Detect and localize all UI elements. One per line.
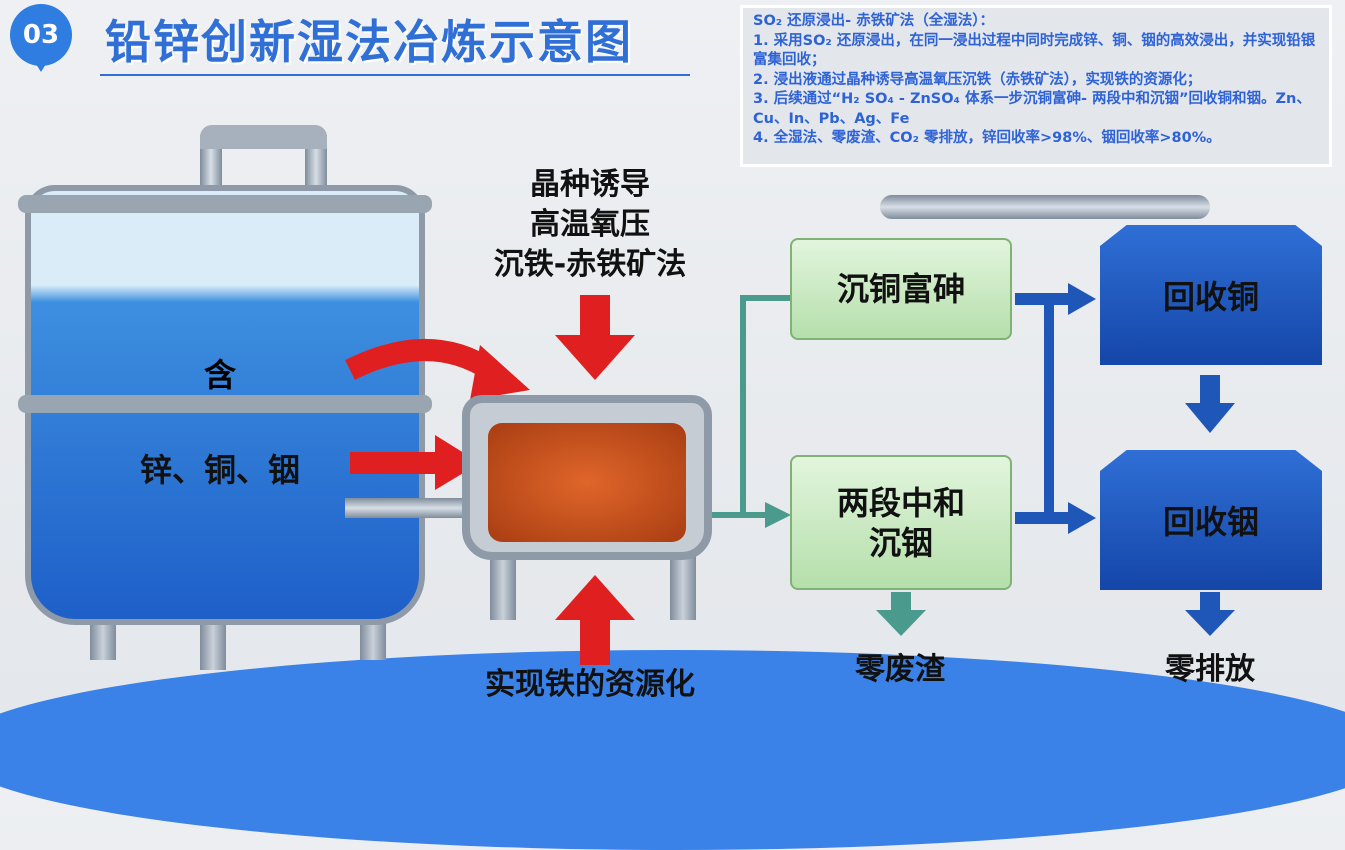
hematite-slurry <box>488 423 686 542</box>
down-arrow-icon <box>1185 592 1235 636</box>
pipe-bend <box>200 125 327 149</box>
tank-label-contains: 含 <box>203 356 236 394</box>
flow-line <box>1044 300 1054 520</box>
recover-indium-box: 回收铟 <box>1100 450 1322 590</box>
arrow-head-icon <box>1068 502 1096 534</box>
copper-arsenic-box: 沉铜富砷 <box>790 238 1012 340</box>
down-arrow-icon <box>876 592 926 636</box>
up-arrow-icon <box>555 575 635 665</box>
notes-line: 3. 后续通过“H₂ SO₄ - ZnSO₄ 体系一步沉铜富砷- 两段中和沉铟”… <box>753 91 1311 127</box>
iron-bottom-label: 实现铁的资源化 <box>485 667 695 702</box>
down-arrow-icon <box>1185 375 1235 433</box>
notes-line: 1. 采用SO₂ 还原浸出，在同一浸出过程中同时完成锌、铜、铟的高效浸出，并实现… <box>753 32 1316 69</box>
page-title: 铅锌创新湿法冶炼示意图 <box>105 15 633 69</box>
notes-line: 2. 浸出液通过晶种诱导高温氧压沉铁（赤铁矿法），实现铁的资源化； <box>753 71 1202 88</box>
zero-waste-label: 零废渣 <box>855 652 945 687</box>
title-underline <box>100 74 690 76</box>
vessel-leg <box>670 550 696 620</box>
tank-ring <box>18 395 432 413</box>
red-arrows <box>345 339 530 490</box>
iron-precipitation-vessel <box>462 395 712 560</box>
connecting-pipe <box>880 195 1210 219</box>
arrow-head-icon <box>435 435 480 490</box>
iron-label-2: 高温氧压 <box>530 207 650 242</box>
notes-line: 4. 全湿法、零废渣、CO₂ 零排放，锌回收率>98%、铟回收率>80%。 <box>753 130 1221 146</box>
transfer-pipe <box>345 498 465 518</box>
box-line: 沉铟 <box>868 523 933 562</box>
box-line: 两段中和 <box>836 483 965 522</box>
straight-arrow <box>350 452 440 474</box>
flow-line <box>740 295 746 517</box>
recover-copper-box: 回收铜 <box>1100 225 1322 365</box>
vessel-leg <box>490 550 516 620</box>
flow-arrow <box>1015 293 1075 305</box>
zero-emission-label: 零排放 <box>1165 652 1255 687</box>
tank-label-metals: 锌、铜、铟 <box>139 451 300 489</box>
notes-line: SO₂ 还原浸出- 赤铁矿法（全湿法）： <box>753 13 994 29</box>
tank-ring <box>18 195 432 213</box>
notes-box: SO₂ 还原浸出- 赤铁矿法（全湿法）： 1. 采用SO₂ 还原浸出，在同一浸出… <box>740 5 1332 167</box>
indium-precipitation-box: 两段中和 沉铟 <box>790 455 1012 590</box>
arrow-head-icon <box>470 345 530 400</box>
arrow-head-icon <box>1068 283 1096 315</box>
arrow-head-icon <box>765 502 791 528</box>
flow-line <box>740 295 790 301</box>
iron-label-3: 沉铁-赤铁矿法 <box>493 247 687 282</box>
iron-label-1: 晶种诱导 <box>530 167 650 202</box>
curved-arrow <box>345 339 497 380</box>
down-arrow-icon <box>555 295 635 380</box>
section-badge: 03 <box>10 4 72 72</box>
